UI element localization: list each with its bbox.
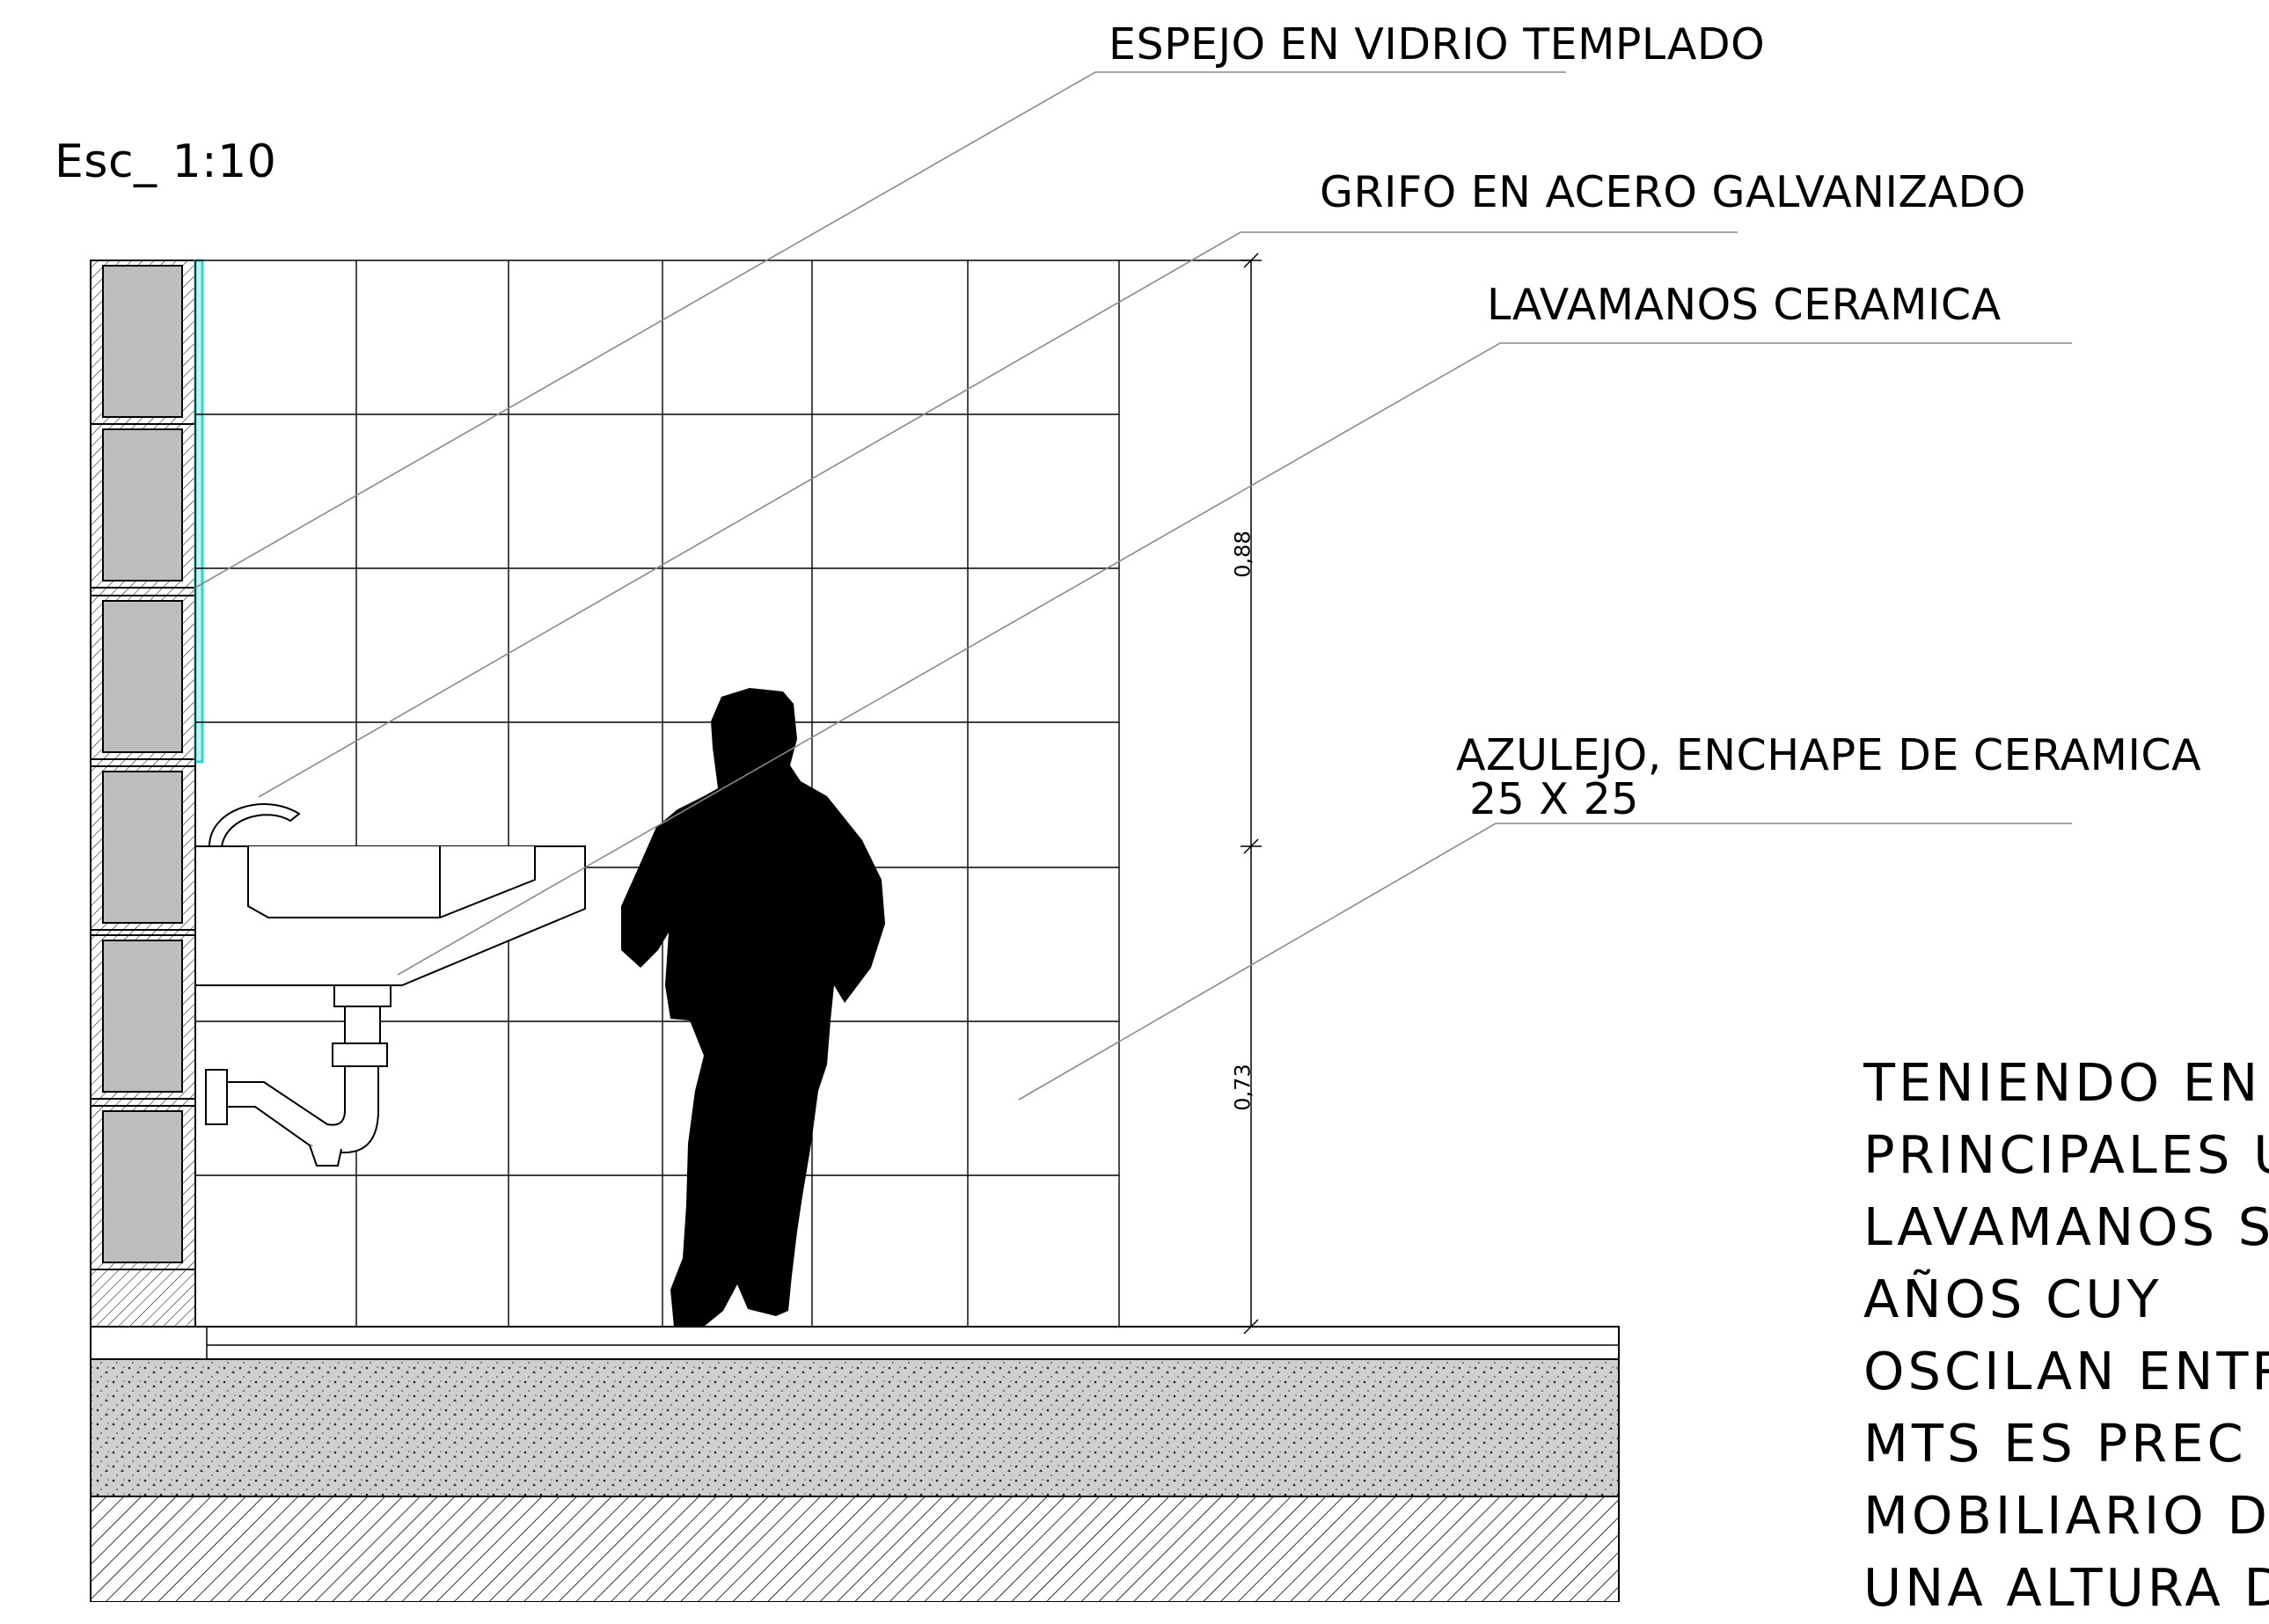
dimension-upper-label: 0,88	[1230, 530, 1255, 578]
side-note: TENIENDO EN PRINCIPALES U LAVAMANOS S AÑ…	[1863, 1047, 2269, 1624]
note-line: LAVAMANOS S	[1863, 1196, 2269, 1257]
note-line: TENIENDO EN	[1863, 1052, 2262, 1113]
block-cavity	[102, 428, 183, 582]
floor-finish	[90, 1326, 1620, 1360]
concrete-blocks	[90, 260, 196, 1270]
note-line: UNA ALTURA D	[1863, 1557, 2269, 1618]
block-cavity	[102, 940, 183, 1093]
callout-sink: LAVAMANOS CERAMICA	[1487, 280, 2002, 330]
ground-hatch	[90, 1496, 1620, 1602]
child-silhouette	[621, 688, 885, 1327]
scale-label: Esc_ 1:10	[55, 135, 277, 188]
mirror-glass	[194, 259, 204, 764]
note-line: MTS ES PREC	[1863, 1413, 2247, 1474]
note-line: OSCILAN ENTR	[1863, 1341, 2269, 1401]
block-cavity	[102, 600, 183, 753]
p-trap-drain	[205, 984, 392, 1167]
callout-mirror: ESPEJO EN VIDRIO TEMPLADO	[1109, 19, 1766, 69]
callout-tile: AZULEJO, ENCHAPE DE CERAMICA	[1456, 730, 2202, 780]
callout-tile-size: 25 X 25	[1469, 774, 1639, 824]
block-cavity	[102, 1110, 183, 1263]
dimension-lower-label: 0,73	[1230, 1064, 1255, 1111]
block-cavity	[102, 265, 183, 418]
faucet	[208, 803, 301, 847]
sink-basin	[194, 845, 586, 986]
callout-faucet: GRIFO EN ACERO GALVANIZADO	[1320, 167, 2026, 217]
note-line: PRINCIPALES U	[1863, 1124, 2269, 1185]
leader-lines	[194, 71, 2072, 1101]
note-line: AÑOS CUY	[1863, 1269, 2163, 1329]
dimension-line	[1241, 252, 1262, 1335]
concrete-screed	[90, 1358, 1620, 1497]
note-line: MOBILIARIO D	[1863, 1485, 2269, 1546]
block-cavity	[102, 771, 183, 924]
